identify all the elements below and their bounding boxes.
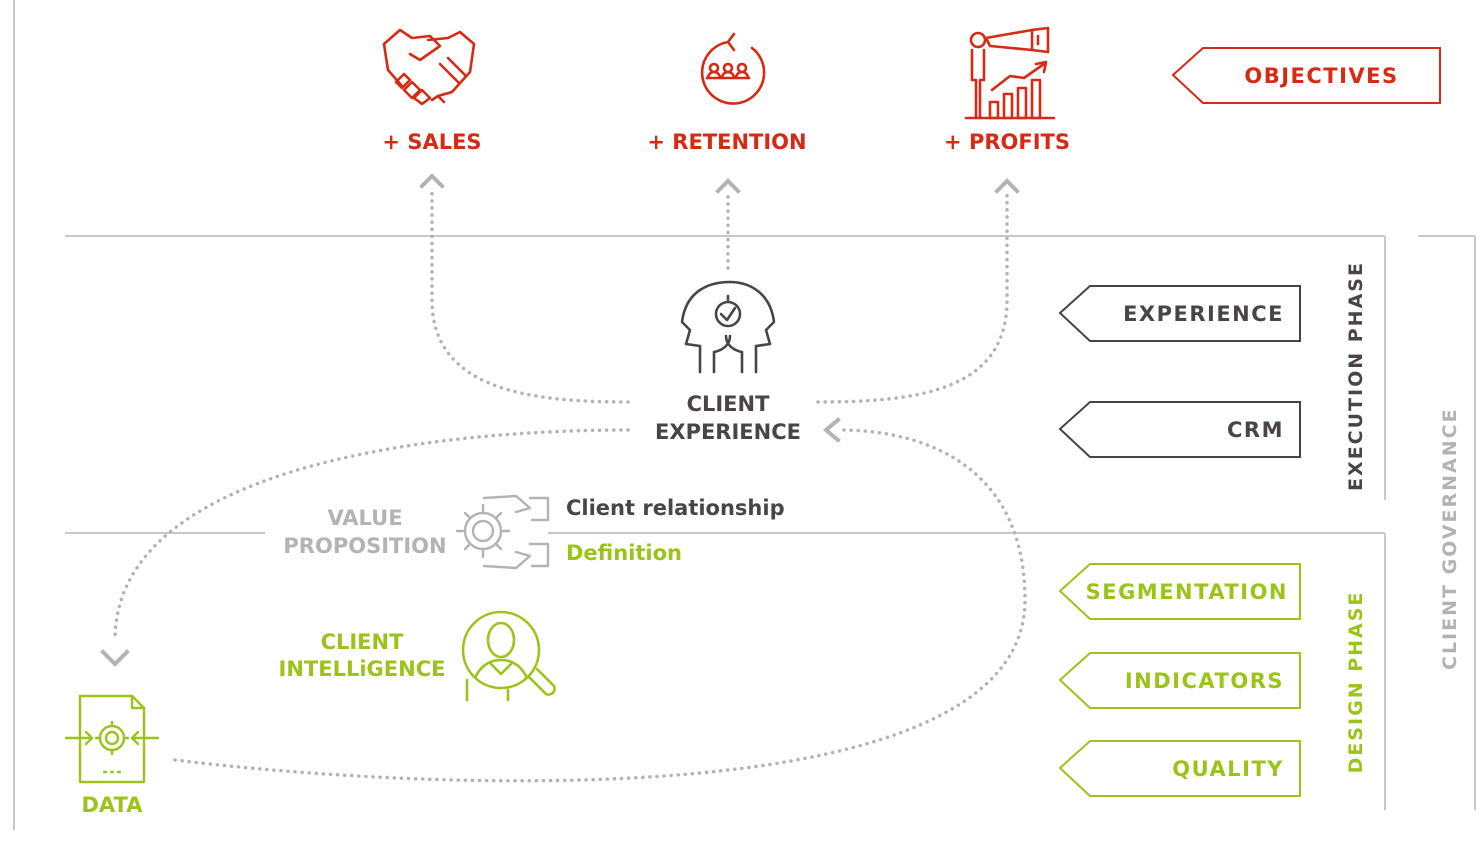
flow-data-to-experience [173, 428, 1027, 783]
tag-outline-quality [1058, 740, 1301, 797]
experience-tag: EXPERIENCE [1123, 301, 1284, 326]
retention-cycle-icon [700, 32, 766, 105]
value-proposition-line1: VALUE [327, 506, 403, 530]
objective-sales-label: + SALES [382, 130, 482, 154]
client-experience-line2: EXPERIENCE [655, 420, 801, 444]
flow-to-profits [816, 188, 1009, 404]
client-intelligence-line2: INTELLiGENCE [278, 657, 446, 681]
objectives-tag: OBJECTIVES [1244, 63, 1399, 88]
flow-to-sales [430, 188, 630, 404]
client-intelligence-line1: CLIENT [320, 630, 404, 654]
objective-retention-label: + RETENTION [647, 130, 807, 154]
data-label: DATA [81, 793, 143, 817]
data-file-gear-icon [64, 694, 160, 784]
hands-gear-icon [455, 494, 550, 570]
tag-outline-objectives [1171, 47, 1441, 104]
indicators-tag: INDICATORS [1124, 668, 1284, 693]
objective-profits-label: + PROFITS [944, 130, 1070, 154]
handshake-icon [382, 28, 476, 106]
tag-outline-crm [1058, 401, 1301, 458]
quality-tag: QUALITY [1172, 756, 1284, 781]
segmentation-tag: SEGMENTATION [1085, 579, 1288, 604]
arrow-left-experience [822, 417, 841, 443]
arrow-up-profits [994, 178, 1020, 194]
value-proposition-line2: PROPOSITION [283, 534, 447, 558]
tag-outline-indicators [1058, 652, 1301, 709]
arrow-up-retention [715, 178, 741, 194]
tag-outline-experience [1058, 285, 1301, 342]
client-relationship-label: Client relationship [566, 496, 785, 520]
person-magnifier-icon [461, 610, 556, 702]
definition-label: Definition [566, 541, 683, 565]
execution-phase-label: EXECUTION PHASE [1345, 261, 1367, 491]
arrow-up-sales [419, 173, 445, 189]
tag-outline-segmentation [1058, 563, 1301, 620]
telescope-growth-icon [964, 26, 1056, 120]
client-governance-label: CLIENT GOVERNANCE [1439, 407, 1461, 670]
client-experience-line1: CLIENT [686, 392, 770, 416]
head-check-icon [680, 280, 776, 374]
arrow-down-data [100, 649, 130, 667]
crm-tag: CRM [1227, 417, 1284, 442]
flow-experience-to-data [113, 428, 630, 642]
design-phase-label: DESIGN PHASE [1345, 590, 1367, 774]
